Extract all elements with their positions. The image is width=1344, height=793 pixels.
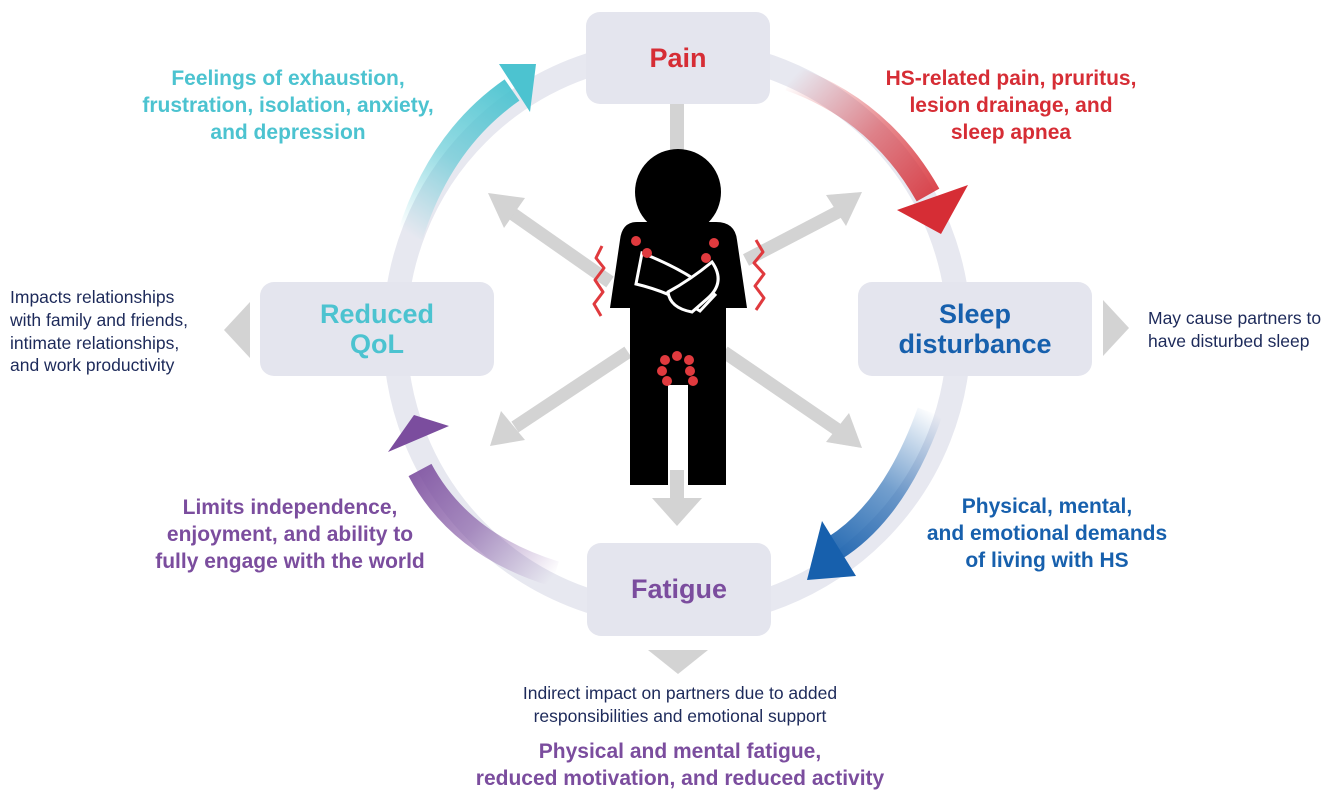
node-fatigue-label: Fatigue bbox=[631, 574, 727, 604]
arrow-down-to-fatigue-note bbox=[648, 650, 708, 674]
caption-sleep-to-fatigue: Physical, mental, and emotional demands … bbox=[892, 494, 1202, 575]
arrow-right-to-sleep-note bbox=[1103, 300, 1129, 356]
person-in-pain-icon bbox=[610, 149, 747, 485]
node-reduced-qol: Reduced QoL bbox=[260, 282, 494, 376]
note-sleep-partner-impact: May cause partners to have disturbed sle… bbox=[1148, 307, 1342, 353]
node-sleep-label: Sleep disturbance bbox=[898, 299, 1051, 359]
arrow-lower-right bbox=[724, 352, 862, 448]
caption-qol-to-pain: Feelings of exhaustion, frustration, iso… bbox=[108, 66, 468, 147]
node-pain-label: Pain bbox=[649, 43, 706, 73]
note-fatigue-partner-impact: Indirect impact on partners due to added… bbox=[490, 682, 870, 728]
arrow-lower-left bbox=[490, 352, 628, 446]
node-sleep-disturbance: Sleep disturbance bbox=[858, 282, 1092, 376]
caption-fatigue-outcomes: Physical and mental fatigue, reduced mot… bbox=[420, 739, 940, 793]
node-fatigue: Fatigue bbox=[587, 543, 771, 636]
caption-pain-to-sleep: HS-related pain, pruritus, lesion draina… bbox=[866, 66, 1156, 147]
note-qol-partner-impact: Impacts relationships with family and fr… bbox=[10, 286, 220, 377]
arrow-upper-left bbox=[488, 193, 610, 282]
node-pain: Pain bbox=[586, 12, 770, 104]
arrow-left-to-qol-note bbox=[224, 302, 250, 358]
caption-fatigue-to-qol: Limits independence, enjoyment, and abil… bbox=[130, 495, 450, 576]
node-qol-label: Reduced QoL bbox=[320, 299, 434, 359]
